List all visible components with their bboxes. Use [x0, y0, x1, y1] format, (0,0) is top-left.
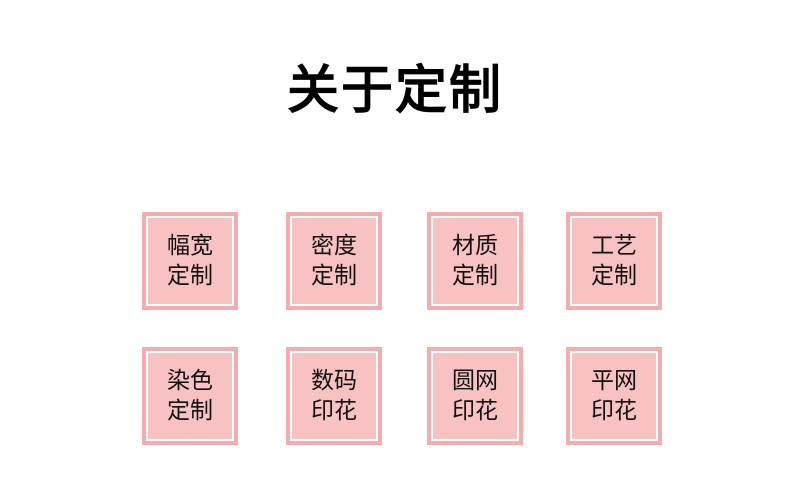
- option-label-line-2: 定制: [167, 263, 213, 289]
- option-card-midu-dingzhi[interactable]: 密度 定制: [286, 212, 382, 310]
- option-card-ranse-dingzhi[interactable]: 染色 定制: [142, 347, 238, 445]
- option-label-line-2: 定制: [311, 263, 357, 289]
- option-card-caizhi-dingzhi[interactable]: 材质 定制: [427, 212, 523, 310]
- option-label-line-2: 印花: [591, 398, 637, 424]
- option-card-shuma-yinhua[interactable]: 数码 印花: [286, 347, 382, 445]
- option-card-inner: 幅宽 定制: [146, 216, 234, 306]
- option-card-yuanwang-yinhua[interactable]: 圆网 印花: [427, 347, 523, 445]
- option-label-line-1: 平网: [591, 368, 637, 394]
- option-card-inner: 染色 定制: [146, 351, 234, 441]
- options-row-2: 染色 定制 数码 印花 圆网 印花 平网 印花: [142, 347, 662, 445]
- option-label-line-1: 幅宽: [167, 233, 213, 259]
- option-label-line-2: 印花: [311, 398, 357, 424]
- option-label-line-1: 染色: [167, 368, 213, 394]
- option-label-line-1: 数码: [311, 368, 357, 394]
- option-label-line-2: 定制: [452, 263, 498, 289]
- option-label-line-1: 工艺: [591, 233, 637, 259]
- customization-options-grid: 幅宽 定制 密度 定制 材质 定制 工艺 定制: [142, 212, 662, 446]
- option-card-inner: 平网 印花: [570, 351, 658, 441]
- option-label-line-2: 印花: [452, 398, 498, 424]
- option-card-inner: 密度 定制: [290, 216, 378, 306]
- option-card-inner: 工艺 定制: [570, 216, 658, 306]
- option-card-inner: 材质 定制: [431, 216, 519, 306]
- page-title: 关于定制: [286, 60, 503, 121]
- option-card-fukuan-dingzhi[interactable]: 幅宽 定制: [142, 212, 238, 310]
- option-card-gongyi-dingzhi[interactable]: 工艺 定制: [566, 212, 662, 310]
- option-card-inner: 圆网 印花: [431, 351, 519, 441]
- option-label-line-2: 定制: [167, 398, 213, 424]
- option-label-line-1: 圆网: [452, 368, 498, 394]
- option-label-line-1: 密度: [311, 233, 357, 259]
- option-card-inner: 数码 印花: [290, 351, 378, 441]
- option-card-pingwang-yinhua[interactable]: 平网 印花: [566, 347, 662, 445]
- options-row-1: 幅宽 定制 密度 定制 材质 定制 工艺 定制: [142, 212, 662, 310]
- option-label-line-1: 材质: [452, 233, 498, 259]
- option-label-line-2: 定制: [591, 263, 637, 289]
